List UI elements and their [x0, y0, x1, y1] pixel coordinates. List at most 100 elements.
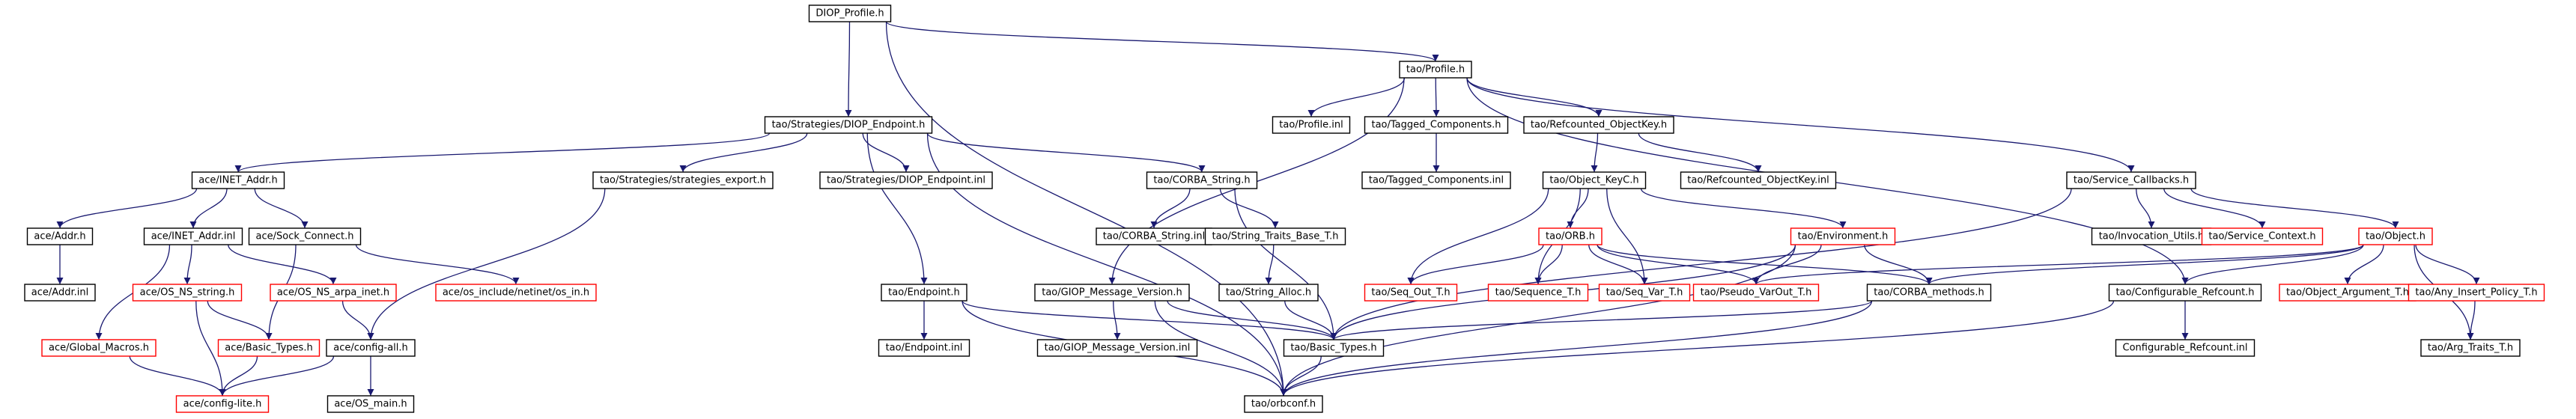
node-environment[interactable]: tao/Environment.h [1790, 227, 1896, 245]
node-refcounted-objectkey-inl[interactable]: tao/Refcounted_ObjectKey.inl [1680, 171, 1837, 189]
node-label: tao/GIOP_Message_Version.inl [1045, 343, 1191, 354]
edge-diop-endpoint-to-tao-endpoint [866, 132, 928, 285]
node-box [878, 339, 970, 357]
node-box [2115, 339, 2255, 357]
edge-tao-profile-to-profile-inl [1307, 77, 1406, 117]
node-giop-message-version[interactable]: tao/GIOP_Message_Version.h [1034, 284, 1190, 302]
node-tao-endpoint[interactable]: tao/Endpoint.h [881, 284, 967, 302]
edge-inet-addr-inl-to-os-ns-string [183, 244, 192, 285]
edge-diop-endpoint-to-strategies-export [679, 132, 808, 173]
node-diop-endpoint[interactable]: tao/Strategies/DIOP_Endpoint.h [764, 116, 933, 134]
node-tagged-components-inl[interactable]: tao/Tagged_Components.inl [1361, 171, 1511, 189]
node-label: tao/Refcounted_ObjectKey.h [1531, 120, 1667, 131]
node-box [326, 339, 416, 357]
node-orbconf[interactable]: tao/orbconf.h [1244, 395, 1323, 413]
node-box [270, 284, 397, 302]
node-refcounted-objectkey[interactable]: tao/Refcounted_ObjectKey.h [1523, 116, 1674, 134]
node-invocation-utils[interactable]: tao/Invocation_Utils.h [2091, 227, 2212, 245]
node-label: tao/Strategies/DIOP_Endpoint.h [772, 120, 926, 131]
node-os-ns-string[interactable]: ace/OS_NS_string.h [132, 284, 243, 302]
node-global-macros[interactable]: ace/Global_Macros.h [41, 339, 157, 357]
node-label: tao/Pseudo_VarOut_T.h [1701, 287, 1812, 299]
node-ace-addr-inl[interactable]: ace/Addr.inl [24, 284, 96, 302]
node-object-keyc[interactable]: tao/Object_KeyC.h [1542, 171, 1647, 189]
node-corba-string-inl[interactable]: tao/CORBA_String.inl [1096, 227, 1212, 245]
node-label: DIOP_Profile.h [815, 8, 884, 19]
edge-object-keyc-to-orb [1567, 188, 1589, 229]
node-strategies-export[interactable]: tao/Strategies/strategies_export.h [592, 171, 774, 189]
node-sequence-t[interactable]: tao/Sequence_T.h [1487, 284, 1589, 302]
node-basic-types-tao[interactable]: tao/Basic_Types.h [1283, 339, 1385, 357]
edge-tao-profile-to-giop-message-version [1108, 77, 1405, 285]
node-box [1523, 116, 1674, 134]
node-seq-out-t[interactable]: tao/Seq_Out_T.h [1364, 284, 1458, 302]
edge-any-insert-policy-to-arg-traits [2467, 300, 2476, 340]
node-tao-profile[interactable]: tao/Profile.h [1399, 61, 1472, 79]
node-service-callbacks[interactable]: tao/Service_Callbacks.h [2066, 171, 2196, 189]
edge-sock-connect-to-netinet-in [355, 244, 520, 285]
node-configurable-refcount-inl[interactable]: Configurable_Refcount.inl [2115, 339, 2255, 357]
edge-service-callbacks-to-service-context [2163, 188, 2266, 229]
node-any-insert-policy[interactable]: tao/Any_Insert_Policy_T.h [2408, 284, 2545, 302]
edge-service-callbacks-to-invocation-utils [2136, 188, 2155, 229]
node-os-ns-arpa-inet[interactable]: ace/OS_NS_arpa_inet.h [270, 284, 397, 302]
node-arg-traits[interactable]: tao/Arg_Traits_T.h [2420, 339, 2521, 357]
node-box [1399, 61, 1472, 79]
node-label: tao/Any_Insert_Policy_T.h [2415, 287, 2537, 299]
node-basic-types-ace[interactable]: ace/Basic_Types.h [217, 339, 321, 357]
node-inet-addr-inl[interactable]: ace/INET_Addr.inl [143, 227, 243, 245]
edge-diop-profile-to-orbconf [885, 21, 1287, 397]
node-label: ace/config-lite.h [183, 399, 262, 410]
node-box [1244, 395, 1323, 413]
node-giop-message-version-inl[interactable]: tao/GIOP_Message_Version.inl [1036, 339, 1198, 357]
edge-config-all-to-config-lite [219, 355, 335, 397]
node-box [1272, 116, 1351, 134]
node-box [191, 171, 285, 189]
node-pseudo-varout[interactable]: tao/Pseudo_VarOut_T.h [1692, 284, 1820, 302]
node-corba-methods[interactable]: tao/CORBA_methods.h [1866, 284, 1992, 302]
node-label: tao/Refcounted_ObjectKey.inl [1687, 175, 1829, 186]
node-label: ace/config-all.h [333, 343, 408, 354]
node-object-argument[interactable]: tao/Object_Argument_T.h [2279, 284, 2416, 302]
node-box [592, 171, 774, 189]
node-label: tao/Tagged_Components.h [1371, 120, 1501, 131]
node-label: tao/Object_KeyC.h [1549, 175, 1638, 186]
node-tao-object[interactable]: tao/Object.h [2358, 227, 2433, 245]
node-label: tao/Service_Callbacks.h [2074, 175, 2189, 186]
node-label: ace/INET_Addr.inl [151, 231, 236, 242]
node-endpoint-inl[interactable]: tao/Endpoint.inl [878, 339, 970, 357]
node-seq-var-t[interactable]: tao/Seq_Var_T.h [1598, 284, 1691, 302]
node-tagged-components[interactable]: tao/Tagged_Components.h [1364, 116, 1509, 134]
node-string-alloc[interactable]: tao/String_Alloc.h [1218, 284, 1319, 302]
node-label: tao/Sequence_T.h [1495, 287, 1582, 299]
node-sock-connect[interactable]: ace/Sock_Connect.h [248, 227, 362, 245]
edge-corba-string-to-basic-types-tao [1234, 188, 1337, 340]
node-box [819, 171, 993, 189]
node-corba-string[interactable]: tao/CORBA_String.h [1146, 171, 1258, 189]
node-ace-addr[interactable]: ace/Addr.h [26, 227, 94, 245]
edge-giop-message-version-to-basic-types-tao [1167, 300, 1337, 340]
node-config-all[interactable]: ace/config-all.h [326, 339, 416, 357]
edge-diop-endpoint-to-inet-addr [234, 132, 771, 173]
node-configurable-refcount[interactable]: tao/Configurable_Refcount.h [2108, 284, 2262, 302]
node-netinet-in[interactable]: ace/os_include/netinet/os_in.h [435, 284, 597, 302]
node-string-traits-base[interactable]: tao/String_Traits_Base_T.h [1204, 227, 1346, 245]
edge-tao-object-to-pseudo-varout [1752, 244, 2364, 285]
node-config-lite[interactable]: ace/config-lite.h [175, 395, 270, 413]
node-orb[interactable]: tao/ORB.h [1538, 227, 1603, 245]
node-label: ace/OS_main.h [334, 399, 407, 410]
node-layer: DIOP_Profile.h tao/Profile.h tao/Strategie… [24, 4, 2545, 413]
node-box [1598, 284, 1691, 302]
node-diop-profile: DIOP_Profile.h [808, 4, 892, 22]
node-label: ace/Global_Macros.h [49, 343, 149, 354]
node-box [217, 339, 321, 357]
edge-orb-to-seq-out-t [1407, 244, 1544, 285]
node-box [2108, 284, 2262, 302]
node-service-context[interactable]: tao/Service_Context.h [2201, 227, 2324, 245]
edge-service-callbacks-to-tao-object [2190, 188, 2399, 229]
node-inet-addr[interactable]: ace/INET_Addr.h [191, 171, 285, 189]
node-diop-endpoint-inl[interactable]: tao/Strategies/DIOP_Endpoint.inl [819, 171, 993, 189]
node-os-main[interactable]: ace/OS_main.h [326, 395, 415, 413]
node-profile-inl[interactable]: tao/Profile.inl [1272, 116, 1351, 134]
